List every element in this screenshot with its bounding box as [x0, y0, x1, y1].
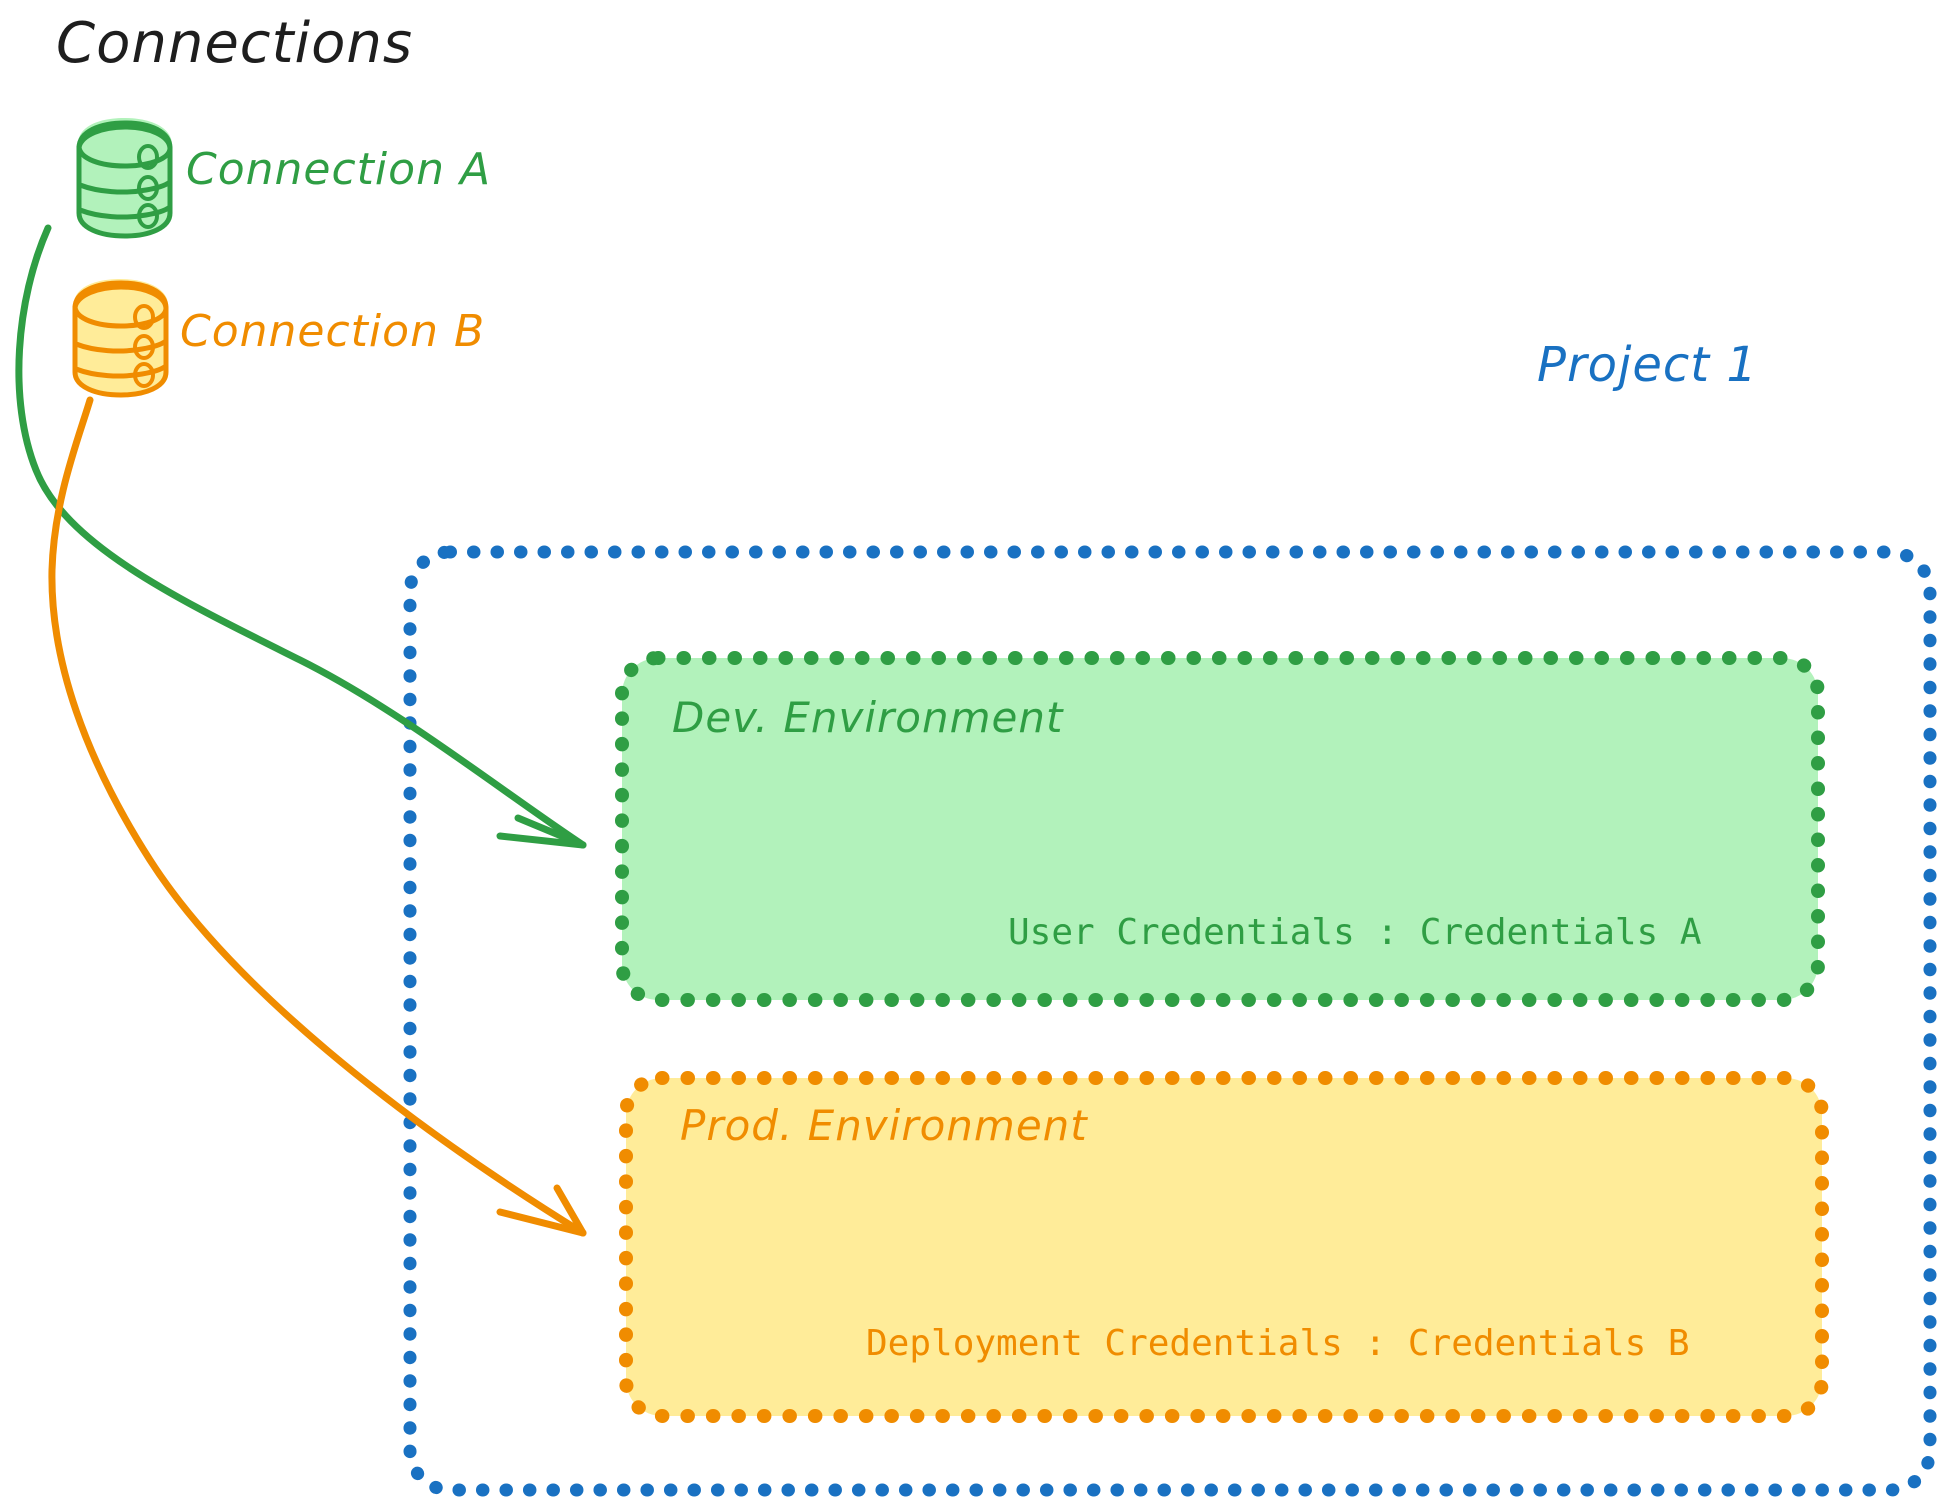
dev-environment-fill	[622, 658, 1818, 1000]
prod-environment-fill	[626, 1078, 1822, 1416]
db-a-divider-1	[77, 179, 173, 195]
db-a-led-3	[137, 203, 159, 229]
db-b-body-fill	[74, 279, 168, 397]
prod-environment-dotted-border	[619, 1071, 1829, 1423]
dev-environment-dotted-border	[615, 651, 1825, 1007]
db-a-top-ellipse	[76, 124, 173, 169]
project-title-label: Project 1	[1537, 337, 1758, 393]
connection-b-database-icon[interactable]	[72, 279, 169, 398]
page-title: Connections	[56, 11, 414, 76]
connection-a-label[interactable]: Connection A	[186, 144, 492, 195]
project-dotted-border	[403, 545, 1937, 1497]
db-a-led-2	[137, 175, 159, 201]
project-container[interactable]	[403, 545, 1937, 1497]
connection-b-label[interactable]: Connection B	[180, 306, 486, 357]
arrow-a-path	[15, 224, 587, 849]
arrow-b-head-upper	[553, 1184, 587, 1237]
db-b-led-2	[133, 334, 155, 360]
prod-environment-title: Prod. Environment	[680, 1101, 1088, 1150]
prod-environment-box[interactable]	[619, 1071, 1829, 1423]
db-b-divider-2	[73, 363, 169, 379]
db-a-led-1	[137, 144, 159, 170]
arrow-connection-a-to-dev	[15, 224, 587, 849]
db-a-divider-2	[77, 204, 173, 220]
db-b-led-1	[133, 304, 155, 330]
dev-environment-credentials: User Credentials : Credentials A	[1008, 912, 1702, 953]
arrow-connection-b-to-prod	[48, 396, 587, 1237]
arrow-a-head-lower	[496, 832, 587, 849]
connection-a-database-icon[interactable]	[76, 118, 173, 239]
db-b-led-3	[133, 362, 155, 388]
dev-environment-box[interactable]	[615, 651, 1825, 1007]
db-b-top-ellipse	[72, 284, 169, 329]
dev-environment-title: Dev. Environment	[672, 693, 1064, 742]
arrow-b-head-lower	[496, 1208, 587, 1237]
db-b-divider-1	[73, 338, 169, 354]
arrow-b-path	[48, 396, 587, 1237]
prod-environment-credentials: Deployment Credentials : Credentials B	[866, 1323, 1690, 1364]
